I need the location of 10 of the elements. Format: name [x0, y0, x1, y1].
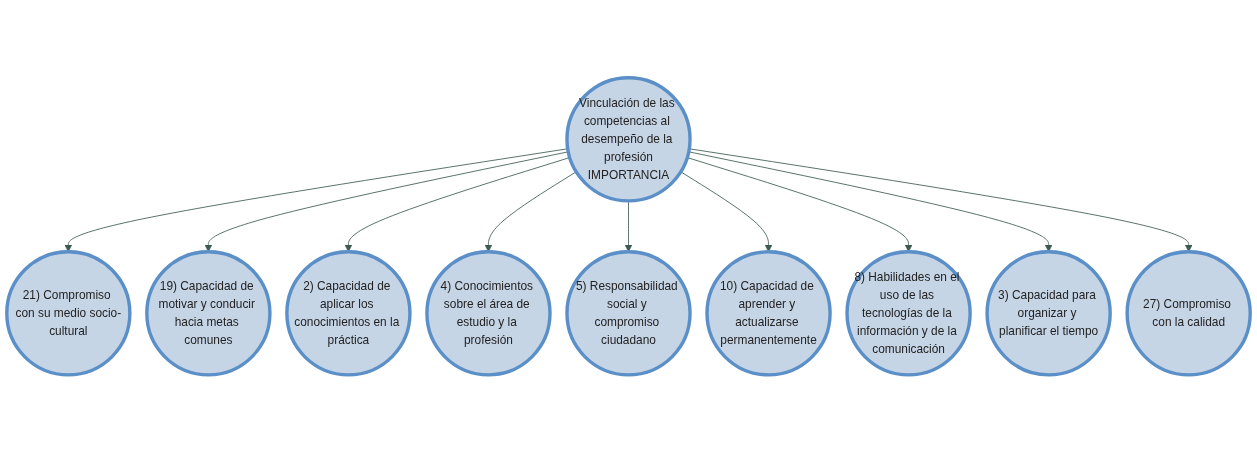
node-circle: 2) Capacidad de aplicar los conocimientos en la práctica: [285, 249, 412, 377]
node-circle: 4) Conocimientos sobre el área de estudio y la profesión: [425, 249, 552, 377]
node-circle: 10) Capacidad de aprender y actualizarse permanentemente: [705, 249, 832, 377]
node-circle: Vinculación de las competencias al desempeño de la profesión IMPORTANCIA: [565, 75, 692, 203]
node-circle: 8) Habilidades en el uso de las tecnologías de la información y de la comunicación: [845, 249, 972, 377]
node-circle: 21) Compromiso con su medio socio-cultural: [5, 249, 132, 377]
node-circle: 27) Compromiso con la calidad: [1125, 249, 1252, 377]
node-circle: 5) Responsabilidad social y compromiso ciudadano: [565, 249, 692, 377]
node-circle: 3) Capacidad para organizar y planificar el tiempo: [985, 249, 1112, 377]
node-circle: 19) Capacidad de motivar y conducir hacia metas comunes: [145, 249, 272, 377]
